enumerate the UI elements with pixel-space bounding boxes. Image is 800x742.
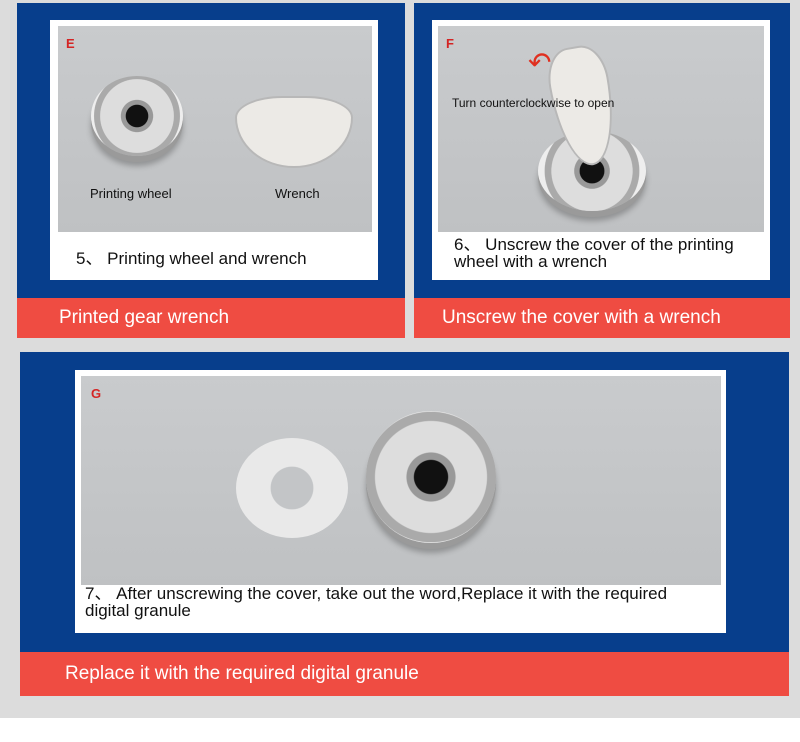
- product-photo: E Printing wheel Wrench: [58, 26, 372, 232]
- step-title: Printed gear wrench: [59, 307, 230, 328]
- wrench-image: [235, 96, 353, 168]
- printing-wheel-image: [91, 76, 183, 156]
- photo-frame: E Printing wheel Wrench 5、 Printing whee…: [50, 20, 378, 280]
- step-panel-e: E Printing wheel Wrench 5、 Printing whee…: [17, 3, 405, 338]
- step-title: Unscrew the cover with a wrench: [442, 307, 721, 328]
- step-caption: 7、 After unscrewing the cover, take out …: [85, 584, 668, 620]
- step-title-band: Replace it with the required digital gra…: [20, 652, 789, 696]
- step-letter: E: [66, 36, 75, 51]
- step-letter: F: [446, 36, 454, 51]
- product-photo: F ↶ Turn counterclockwise to open: [438, 26, 764, 232]
- printing-wheel-label: Printing wheel: [90, 186, 172, 201]
- step-title-band: Printed gear wrench: [17, 298, 405, 338]
- step-panel-g: G 7、 After unscrewing the cover, take ou…: [20, 352, 789, 696]
- step-caption: 6、 Unscrew the cover of the printing whe…: [454, 235, 734, 271]
- step-panel-f: F ↶ Turn counterclockwise to open 6、 Uns…: [414, 3, 790, 338]
- step-title-band: Unscrew the cover with a wrench: [414, 298, 790, 338]
- cover-disc-image: [236, 438, 348, 538]
- printing-wheel-image: [366, 411, 496, 543]
- step-caption: 5、 Printing wheel and wrench: [76, 249, 307, 268]
- instruction-annotation: Turn counterclockwise to open: [452, 96, 615, 110]
- step-letter: G: [91, 386, 102, 401]
- counterclockwise-arrow-icon: ↶: [528, 47, 552, 78]
- step-title: Replace it with the required digital gra…: [65, 663, 419, 684]
- wrench-label: Wrench: [275, 186, 320, 201]
- product-photo: G: [81, 376, 721, 585]
- photo-frame: G 7、 After unscrewing the cover, take ou…: [75, 370, 726, 633]
- photo-frame: F ↶ Turn counterclockwise to open 6、 Uns…: [432, 20, 770, 280]
